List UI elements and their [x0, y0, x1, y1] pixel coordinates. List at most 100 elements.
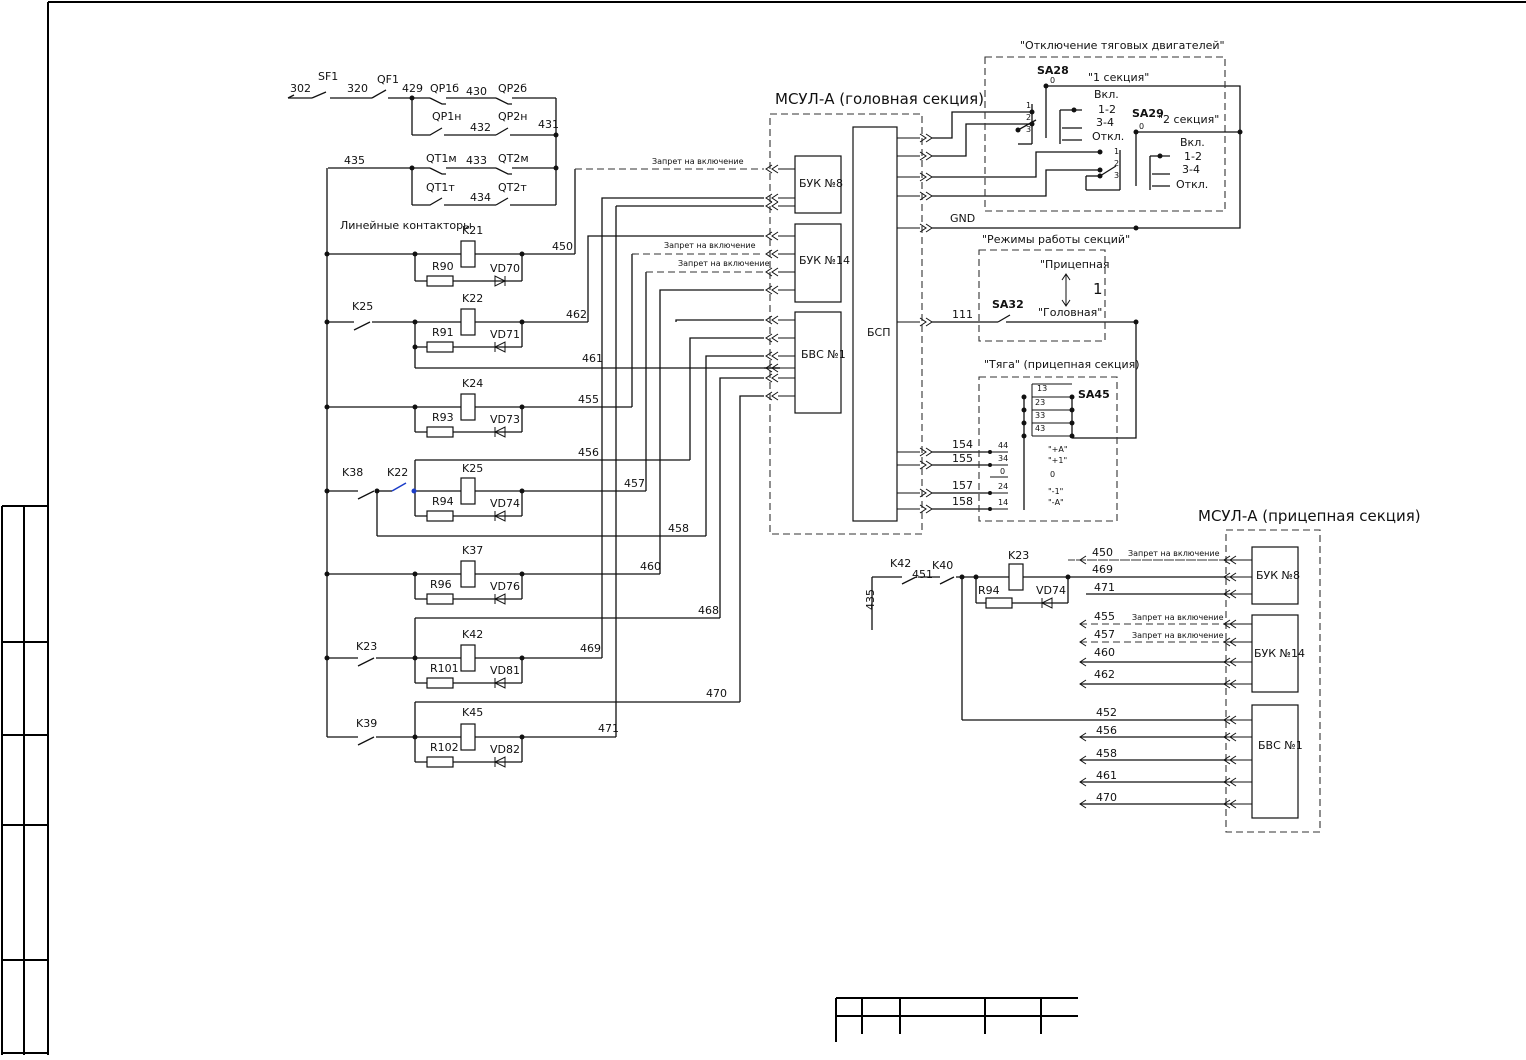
- supply-chain-labels: 302 SF1 320 QF1 429 QP1б 430 QP2б QP1н Q…: [290, 70, 559, 232]
- wire-433: 433: [466, 154, 487, 167]
- wire-457: 457: [624, 477, 645, 490]
- sa45-row-13: 13: [1037, 384, 1047, 393]
- trail-interlock-457: Запрет на включение: [1132, 631, 1224, 640]
- sa29-pos34: 3-4: [1182, 163, 1200, 176]
- sa28-section: "1 секция": [1088, 71, 1149, 84]
- wire-430: 430: [466, 85, 487, 98]
- line-contactors-title: Линейные контакторы: [340, 219, 472, 232]
- sa45-mark-plus-1: "+1": [1048, 456, 1067, 465]
- contact-k39: K39: [356, 717, 377, 730]
- sa45-mark-0: 0: [1050, 470, 1055, 479]
- relay-k37: K37: [462, 544, 483, 557]
- sa45-pos-34: 34: [998, 454, 1008, 463]
- sa28-pos12: 1-2: [1098, 103, 1116, 116]
- resistor-r96: R96: [430, 578, 452, 591]
- sa45-row-23: 23: [1035, 398, 1045, 407]
- resistor-r90: R90: [432, 260, 454, 273]
- label-qp2b: QP2б: [498, 82, 527, 95]
- diode-vd76: VD76: [490, 580, 520, 593]
- diode-vd71: VD71: [490, 328, 520, 341]
- relay-row-k24: K24 R93 VD73: [327, 377, 632, 438]
- sa45-mark-minus-a: "-А": [1048, 498, 1064, 507]
- wire-469: 469: [580, 642, 601, 655]
- resistor-r91: R91: [432, 326, 454, 339]
- block-buk8: БУК №8: [799, 177, 843, 190]
- trail-wire-435: 435: [864, 589, 877, 610]
- contact-k38: K38: [342, 466, 363, 479]
- trail-interlock-450: Запрет на включение: [1128, 549, 1220, 558]
- trail-diode-vd74: VD74: [1036, 584, 1066, 597]
- switch-sa28: SA28: [1037, 64, 1069, 77]
- switch-sa32: SA32: [992, 298, 1024, 311]
- wire-432: 432: [470, 121, 491, 134]
- mode-trailer: "Прицепная: [1040, 258, 1109, 271]
- trail-contact-k40: K40: [932, 559, 953, 572]
- label-qp1n: QP1н: [432, 110, 461, 123]
- relay-k22: K22: [462, 292, 483, 305]
- trail-interlock-455: Запрет на включение: [1132, 613, 1224, 622]
- label-qp1b: QP1б: [430, 82, 459, 95]
- relay-row-k42: K23 K42 R101 VD81: [327, 617, 720, 689]
- relay-k21: K21: [462, 224, 483, 237]
- trail-wire-462: 462: [1094, 668, 1115, 681]
- switch-sa45: SA45: [1078, 388, 1110, 401]
- title-block-stub: [835, 997, 1078, 1042]
- trail-block-bvs1: БВС №1: [1258, 739, 1303, 752]
- wire-471: 471: [598, 722, 619, 735]
- trail-wire-456: 456: [1096, 724, 1117, 737]
- wire-431: 431: [538, 118, 559, 131]
- trail-section: МСУЛ-А (прицепная секция) БУК №8 БУК №14…: [1198, 507, 1421, 833]
- contact-k23: K23: [356, 640, 377, 653]
- wire-456: 456: [578, 446, 599, 459]
- relay-row-k22: K25 K22 R91 VD71: [327, 292, 780, 369]
- trail-relay-k23: K23: [1008, 549, 1029, 562]
- sa28-on: Вкл.: [1094, 88, 1119, 101]
- sa45-pos-14: 14: [998, 498, 1008, 507]
- modes-group-title: "Режимы работы секций": [982, 233, 1130, 246]
- wire-462: 462: [566, 308, 587, 321]
- wires-left-to-blocks: [574, 168, 780, 737]
- wire-154: 154: [952, 438, 973, 451]
- trail-contact-k42: K42: [890, 557, 911, 570]
- resistor-r101: R101: [430, 662, 459, 675]
- trail-wire-451: 451: [912, 568, 933, 581]
- traction-group: "Тяга" (прицепная секция) SA45 13 23 33 …: [978, 358, 1140, 522]
- trail-wire-470: 470: [1096, 791, 1117, 804]
- wire-320: 320: [347, 82, 368, 95]
- wire-157: 157: [952, 479, 973, 492]
- svg-text:2: 2: [1114, 159, 1119, 168]
- left-bus: [324, 168, 330, 737]
- trail-relay-circuit: K42 K40 451 K23 R94 VD74 435: [864, 549, 1226, 721]
- svg-text:3: 3: [1114, 171, 1119, 180]
- traction-group-title: "Тяга" (прицепная секция): [984, 358, 1140, 371]
- modes-group: "Режимы работы секций" "Прицепная "Голов…: [978, 233, 1130, 342]
- sa45-row-43: 43: [1035, 424, 1045, 433]
- block-buk14: БУК №14: [799, 254, 850, 267]
- wire-468: 468: [698, 604, 719, 617]
- sa28-off: Откл.: [1092, 130, 1124, 143]
- sa45-mark-minus-1: "-1": [1048, 487, 1063, 496]
- sa29-on: Вкл.: [1180, 136, 1205, 149]
- trail-wire-461: 461: [1096, 769, 1117, 782]
- block-bsp: БСП: [867, 326, 891, 339]
- wire-458: 458: [668, 522, 689, 535]
- gnd-label: GND: [950, 212, 975, 225]
- relay-row-k25: K38 K22 K25 R94 VD74: [327, 459, 706, 537]
- sa45-pos-24: 24: [998, 482, 1008, 491]
- trail-resistor-r94: R94: [978, 584, 1000, 597]
- wire-429: 429: [402, 82, 423, 95]
- trail-wire-457: 457: [1094, 628, 1115, 641]
- relay-k24: K24: [462, 377, 483, 390]
- diode-vd81: VD81: [490, 664, 520, 677]
- label-sf1: SF1: [318, 70, 338, 83]
- svg-text:1: 1: [1114, 147, 1119, 156]
- wire-470: 470: [706, 687, 727, 700]
- trail-wire-450: 450: [1092, 546, 1113, 559]
- wire-302: 302: [290, 82, 311, 95]
- sa45-row-33: 33: [1035, 411, 1045, 420]
- trail-wire-471: 471: [1094, 581, 1115, 594]
- sa45-pos-0: 0: [1000, 467, 1005, 476]
- trail-wire-455: 455: [1094, 610, 1115, 623]
- diode-vd82: VD82: [490, 743, 520, 756]
